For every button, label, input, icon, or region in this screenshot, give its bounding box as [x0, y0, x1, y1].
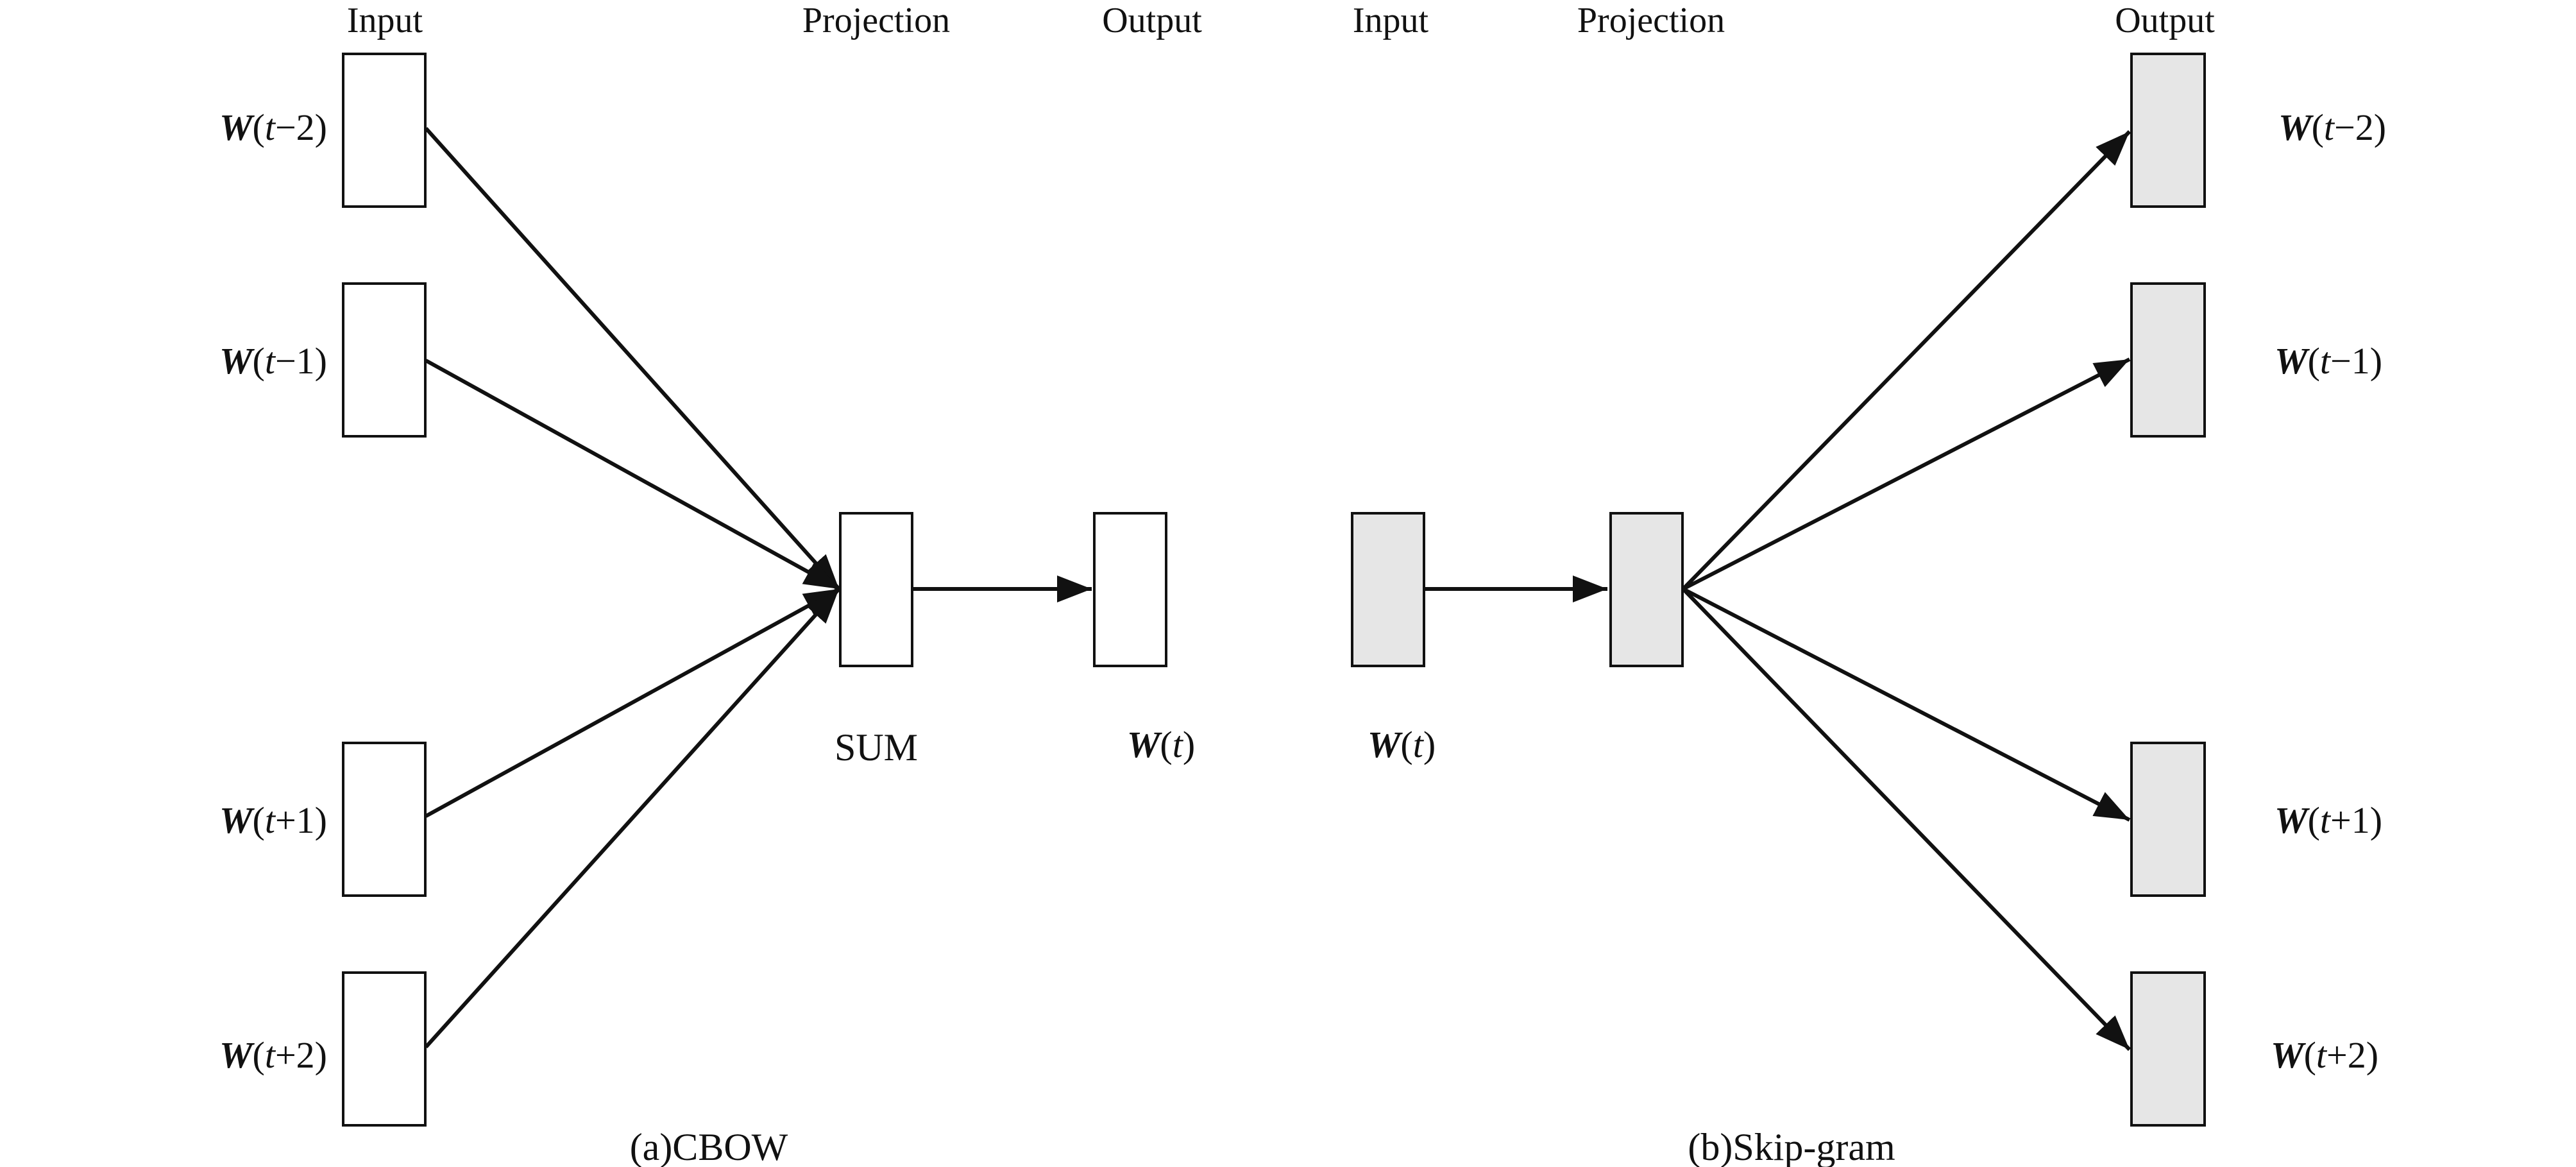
skipgram-output-label-t-plus-2: W(t+2) — [2271, 1034, 2378, 1076]
skipgram-arrow-t-minus-1 — [1682, 357, 2131, 591]
cbow-sum-label: SUM — [835, 726, 918, 769]
skipgram-output-header: Output — [2115, 1, 2215, 40]
cbow-input-box-t-plus-1 — [342, 742, 427, 897]
cbow-output-box — [1093, 512, 1167, 667]
cbow-arrow-t-minus-1 — [425, 359, 840, 591]
cbow-projection-box — [839, 512, 913, 667]
skipgram-arrow-t-plus-1 — [1682, 587, 2131, 822]
cbow-arrow-t-plus-2 — [424, 587, 841, 1049]
cbow-output-label: W(t) — [1127, 724, 1195, 765]
cbow-panel: Input Projection Output W(t−2) W(t−1) W(… — [219, 1, 1202, 1167]
skipgram-caption: (b)Skip-gram — [1688, 1126, 1895, 1167]
cbow-input-box-t-minus-2 — [342, 53, 427, 208]
skipgram-projection-header: Projection — [1577, 1, 1725, 40]
cbow-projection-header: Projection — [802, 1, 950, 40]
cbow-arrow-t-minus-2 — [424, 126, 841, 591]
cbow-input-box-t-plus-2 — [342, 971, 427, 1127]
skipgram-projection-box — [1609, 512, 1684, 667]
skipgram-output-label-t-minus-2: W(t−2) — [2278, 106, 2386, 148]
skipgram-output-label-t-minus-1: W(t−1) — [2275, 340, 2382, 382]
cbow-caption: (a)CBOW — [630, 1126, 788, 1167]
skipgram-output-label-t-plus-1: W(t+1) — [2275, 799, 2382, 841]
cbow-input-header: Input — [347, 1, 423, 40]
skipgram-arrow-t-plus-2 — [1681, 587, 2131, 1052]
skipgram-output-box-t-minus-1 — [2130, 282, 2206, 438]
cbow-input-box-t-minus-1 — [342, 282, 427, 438]
cbow-input-label-t-plus-1: W(t+1) — [219, 799, 327, 841]
skipgram-input-label: W(t) — [1368, 724, 1436, 765]
skipgram-arrow-t-minus-2 — [1681, 130, 2131, 591]
skipgram-output-box-t-minus-2 — [2130, 53, 2206, 208]
cbow-input-label-t-minus-2: W(t−2) — [219, 106, 327, 148]
skipgram-output-box-t-plus-1 — [2130, 742, 2206, 897]
skipgram-input-box — [1351, 512, 1425, 667]
cbow-output-header: Output — [1102, 1, 1202, 40]
cbow-input-label-t-plus-2: W(t+2) — [219, 1034, 327, 1076]
cbow-arrow-t-plus-1 — [425, 587, 840, 818]
cbow-input-label-t-minus-1: W(t−1) — [219, 340, 327, 382]
skipgram-output-box-t-plus-2 — [2130, 971, 2206, 1127]
skipgram-panel: Input Projection Output W(t) W(t−2) W(t−… — [1351, 1, 2386, 1167]
skipgram-input-header: Input — [1353, 1, 1429, 40]
